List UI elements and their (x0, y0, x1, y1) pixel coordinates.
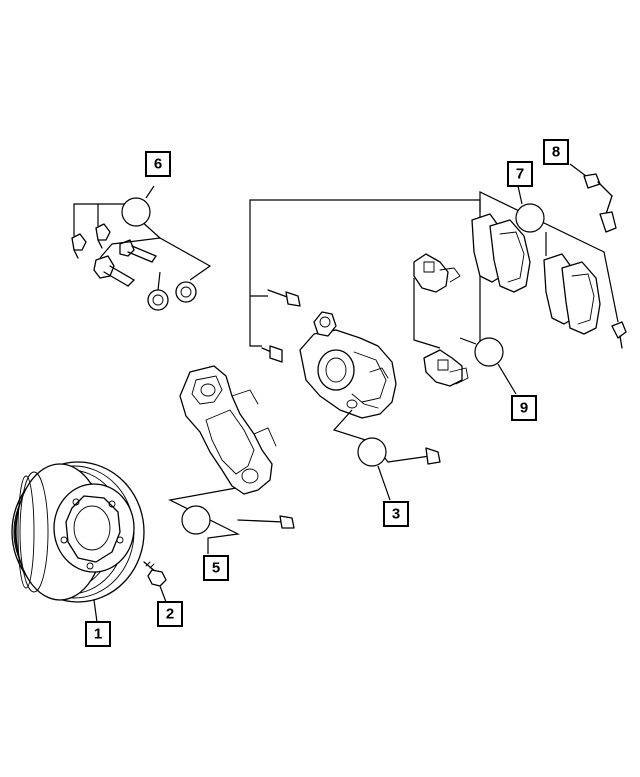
caliper-bleeder-bolt (388, 448, 440, 464)
callout-bubble-6 (121, 197, 151, 227)
leader-6d (157, 271, 161, 291)
leader-7 (517, 185, 523, 205)
brake-caliper (300, 312, 396, 418)
pad-retaining-screw (612, 322, 626, 348)
leader-5 (168, 487, 241, 554)
leader-3 (377, 465, 391, 501)
caliper-guide-bolt-lower (262, 346, 282, 362)
pad-clip-lower (424, 350, 468, 386)
brake-rotor (12, 462, 144, 602)
leader-6 (145, 185, 155, 199)
caliper-adapter-bracket (180, 366, 276, 494)
adapter-bolt (238, 516, 294, 528)
callout-bubble-9 (474, 337, 504, 367)
leader-8 (569, 163, 587, 177)
leader-6c (99, 237, 212, 281)
callout-9-label: 9 (520, 400, 528, 417)
brake-pad-set (472, 214, 600, 334)
leader-6a (73, 203, 128, 236)
callout-2[interactable]: 2 (157, 601, 183, 627)
leader-2 (159, 585, 167, 603)
callout-5-label: 5 (212, 560, 220, 577)
pad-wear-sensor (584, 174, 616, 232)
callout-9[interactable]: 9 (511, 395, 537, 421)
callout-6-label: 6 (154, 156, 162, 173)
leader-clip-to-9 (459, 337, 477, 345)
callout-7-label: 7 (516, 166, 524, 183)
caliper-guide-bolt-upper (268, 290, 300, 306)
leader-bolt-lower (249, 296, 262, 347)
rotor-screw (144, 562, 166, 586)
callout-3[interactable]: 3 (383, 501, 409, 527)
leader-1 (93, 599, 98, 623)
callout-1-label: 1 (94, 626, 102, 643)
callout-1[interactable]: 1 (85, 621, 111, 647)
callout-8-label: 8 (552, 144, 560, 161)
callout-7[interactable]: 7 (507, 161, 533, 187)
callout-8[interactable]: 8 (543, 139, 569, 165)
pad-clip-upper (414, 254, 460, 292)
leader-9 (497, 363, 517, 395)
callout-5[interactable]: 5 (203, 555, 229, 581)
callout-bubble-3 (357, 437, 387, 467)
callout-6[interactable]: 6 (145, 151, 171, 177)
leader-clip-lower (413, 278, 441, 349)
callout-3-label: 3 (392, 506, 400, 523)
callout-bubble-5 (181, 505, 211, 535)
guide-pin-boot-set (72, 224, 196, 310)
callout-2-label: 2 (166, 606, 174, 623)
callout-bubble-7 (515, 203, 545, 233)
